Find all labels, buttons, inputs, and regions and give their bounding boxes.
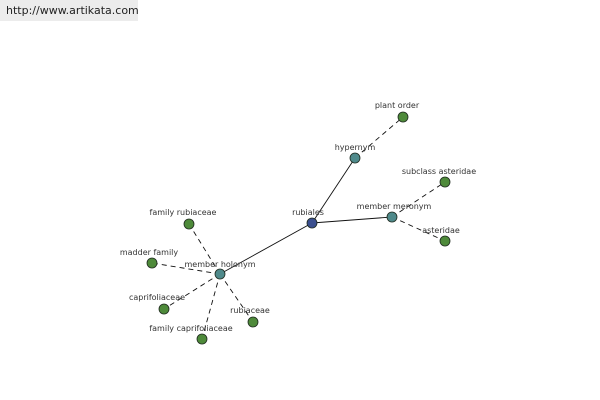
edge-member-meronym-to-subclass-asteridae (391, 181, 446, 218)
edge-member-holonym-to-caprifoliaceae (163, 273, 221, 310)
label-madder-family: madder family (120, 248, 179, 257)
edge-member-holonym-to-rubiaceae (219, 273, 254, 323)
edge-member-holonym-to-family-rubiaceae (188, 223, 221, 275)
edges-layer (151, 116, 446, 340)
edge-member-holonym-to-family-caprifoliaceae (201, 273, 221, 340)
node-family-caprifoliaceae[interactable] (196, 333, 208, 345)
label-asteridae: asteridae (422, 226, 460, 235)
label-family-caprifoliaceae: family caprifoliaceae (149, 324, 232, 333)
node-asteridae[interactable] (439, 235, 451, 247)
label-rubiaceae: rubiaceae (230, 306, 270, 315)
edge-hypernym-to-plant-order (354, 116, 404, 159)
label-caprifoliaceae: caprifoliaceae (129, 293, 185, 302)
label-member-meronym: member meronym (357, 202, 432, 211)
edge-rubiales-to-member-holonym (219, 222, 313, 275)
node-madder-family[interactable] (146, 257, 158, 269)
label-hypernym: hypernym (335, 143, 376, 152)
node-subclass-asteridae[interactable] (439, 176, 451, 188)
node-rubiaceae[interactable] (247, 316, 259, 328)
node-hypernym[interactable] (349, 152, 361, 164)
node-member-meronym[interactable] (386, 211, 398, 223)
node-family-rubiaceae[interactable] (183, 218, 195, 230)
node-plant-order[interactable] (397, 111, 409, 123)
label-subclass-asteridae: subclass asteridae (402, 167, 476, 176)
url-banner[interactable]: http://www.artikata.com (0, 0, 139, 21)
edge-rubiales-to-hypernym (311, 157, 356, 224)
labels-layer: rubiales hypernym member meronym member hol… (120, 101, 476, 333)
node-member-holonym[interactable] (214, 268, 226, 280)
edge-member-meronym-to-asteridae (391, 216, 446, 242)
nodes-layer (146, 111, 451, 345)
label-plant-order: plant order (375, 101, 420, 110)
node-caprifoliaceae[interactable] (158, 303, 170, 315)
edge-rubiales-to-member-meronym (311, 216, 393, 224)
label-family-rubiaceae: family rubiaceae (150, 208, 217, 217)
url-text[interactable]: http://www.artikata.com (6, 4, 139, 17)
label-rubiales: rubiales (292, 208, 324, 217)
edge-member-holonym-to-madder-family (151, 262, 221, 275)
label-member-holonym: member holonym (184, 260, 255, 269)
node-rubiales[interactable] (306, 217, 318, 229)
